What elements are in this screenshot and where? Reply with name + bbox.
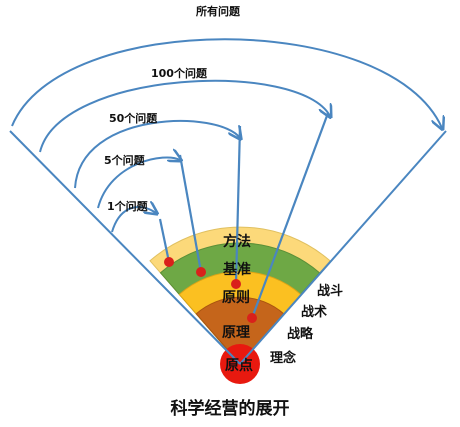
dot-1 xyxy=(164,257,174,267)
diagram-title: 科学经营的展开 xyxy=(171,398,290,419)
arc-1-problem xyxy=(111,207,156,233)
dot-50 xyxy=(231,279,241,289)
label-100-problems: 100个问题 xyxy=(151,66,208,80)
ring-label-method: 方法 xyxy=(223,233,251,250)
ring-label-theory: 原理 xyxy=(222,325,250,341)
pointer-5 xyxy=(178,154,203,273)
ring-label-origin: 原点 xyxy=(225,357,253,374)
arc-100-problems xyxy=(39,79,330,153)
fan-right-edge xyxy=(239,130,447,365)
label-50-problems: 50个问题 xyxy=(109,111,158,125)
ring-label-standard: 基准 xyxy=(223,261,251,278)
label-all-problems: 所有问题 xyxy=(196,4,241,18)
label-1-problem: 1个问题 xyxy=(107,199,149,213)
side-label-tactics: 战术 xyxy=(301,304,327,320)
dot-5 xyxy=(196,267,206,277)
side-label-combat: 战斗 xyxy=(317,283,343,299)
fan-left-edge xyxy=(9,130,241,365)
pointer-100 xyxy=(250,112,330,319)
ring-theory xyxy=(195,296,285,365)
pointer-50 xyxy=(234,125,242,285)
arc-50-problems xyxy=(74,119,240,189)
dot-100 xyxy=(247,313,257,323)
side-label-strategy: 战略 xyxy=(287,326,314,342)
arc-all-problems xyxy=(11,38,442,128)
label-5-problems: 5个问题 xyxy=(104,153,146,167)
side-label-philosophy: 理念 xyxy=(270,350,296,366)
ring-label-principle: 原则 xyxy=(222,289,250,306)
pointer-1 xyxy=(158,218,171,263)
arc-5-problems xyxy=(97,158,180,209)
